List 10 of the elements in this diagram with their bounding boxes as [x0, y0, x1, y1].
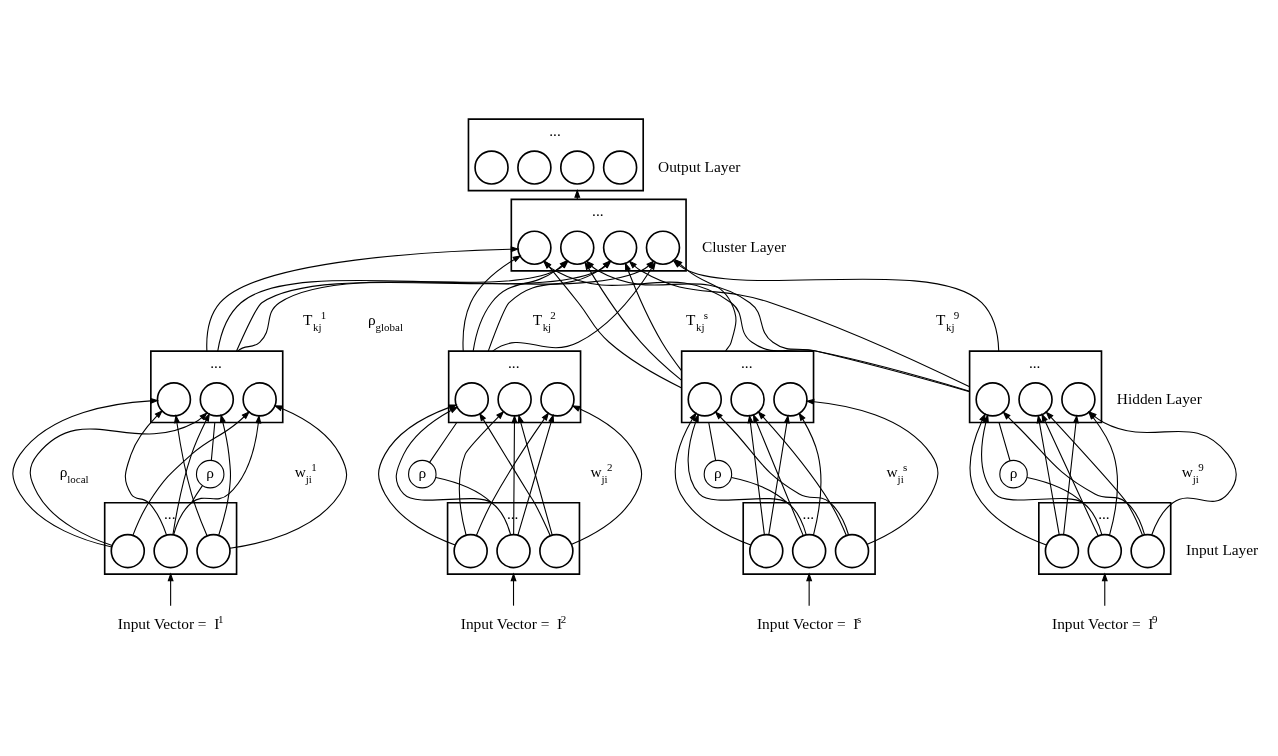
node-text: Input Vector = I$^{9}$: [1052, 612, 1158, 632]
node-text: Input Vector = I$^{1}$: [117, 612, 224, 632]
node-label: Hidden Layer: [1116, 389, 1202, 407]
node-text: Input Vector = I$^{2}$: [460, 612, 567, 632]
label: ρ$_{global}$: [367, 311, 404, 334]
node-label: Cluster Layer: [701, 237, 787, 255]
node-label: Output Layer: [658, 157, 741, 175]
node-label: Input Layer: [1186, 541, 1259, 559]
node-text: Input Vector = I$^{s}$: [756, 612, 862, 632]
label: ρ$_{local}$: [59, 463, 89, 486]
